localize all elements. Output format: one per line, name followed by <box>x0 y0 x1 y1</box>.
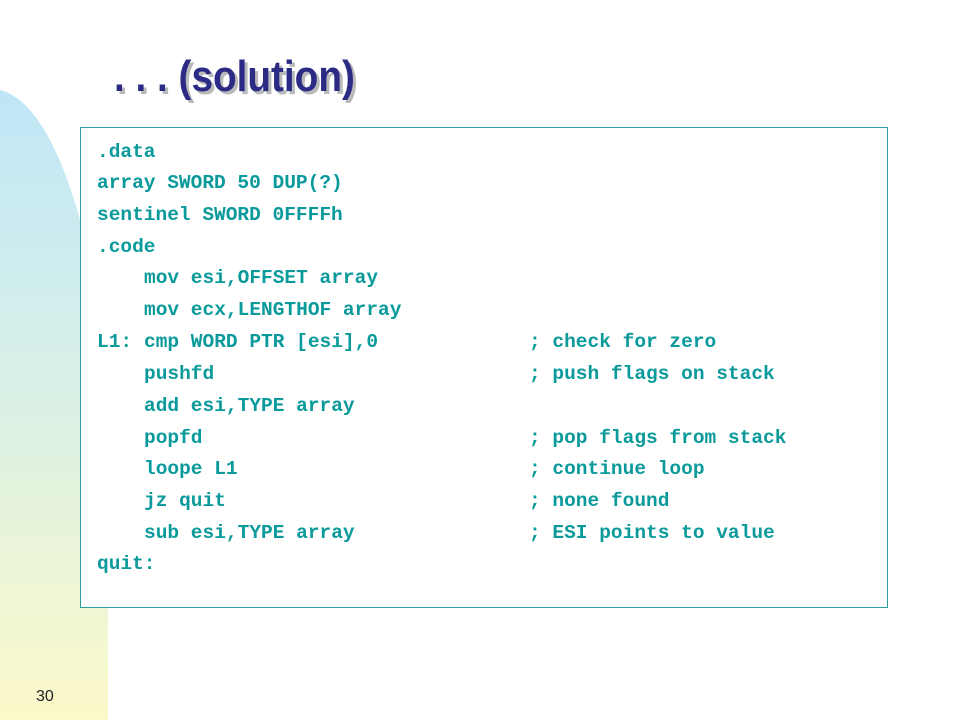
slide-title: . . . (solution) <box>114 52 355 101</box>
code-instruction: pushfd <box>144 363 215 385</box>
code-line: jz quit ; none found <box>97 489 669 585</box>
code-line: pushfd ; push flags on stack <box>97 362 775 458</box>
code-comment: ; ESI points to value <box>529 522 775 544</box>
code-instruction: jz quit <box>144 490 226 512</box>
code-instruction: cmp WORD PTR [esi],0 <box>144 331 379 353</box>
code-instruction: add esi,TYPE array <box>144 395 355 417</box>
code-line: mov esi,OFFSET array <box>97 266 378 338</box>
code-comment: ; pop flags from stack <box>529 427 787 449</box>
code-comment: ; check for zero <box>529 331 717 353</box>
code-instruction: array SWORD 50 DUP(?) <box>97 172 343 194</box>
code-line: popfd ; pop flags from stack <box>97 426 786 522</box>
page-number: 30 <box>36 688 54 705</box>
code-line: sentinel SWORD 0FFFFh <box>97 203 343 275</box>
code-line: loope L1 ; continue loop <box>97 457 705 553</box>
code-line: .code <box>97 235 156 307</box>
code-line: sub esi,TYPE array ; ESI points to value <box>97 521 775 617</box>
code-instruction: sub esi,TYPE array <box>144 522 355 544</box>
code-line: quit: <box>97 552 156 624</box>
code-instruction: .code <box>97 236 156 258</box>
code-instruction: sentinel SWORD 0FFFFh <box>97 204 343 226</box>
code-comment: ; push flags on stack <box>529 363 775 385</box>
code-label: L1: <box>97 331 133 353</box>
code-instruction: mov ecx,LENGTHOF array <box>144 299 402 321</box>
code-instruction: quit: <box>97 553 156 575</box>
code-comment: ; none found <box>529 490 670 512</box>
code-instruction: popfd <box>144 427 203 449</box>
code-instruction: .data <box>97 141 156 163</box>
code-comment: ; continue loop <box>529 458 705 480</box>
code-line: .data <box>97 140 156 212</box>
code-line: add esi,TYPE array <box>97 394 355 466</box>
code-instruction: loope L1 <box>144 458 238 480</box>
code-listing: .data array SWORD 50 DUP(?) sentinel SWO… <box>80 127 888 608</box>
code-line: array SWORD 50 DUP(?) <box>97 171 343 243</box>
code-line: L1: cmp WORD PTR [esi],0 ; check for zer… <box>97 330 716 450</box>
code-instruction: mov esi,OFFSET array <box>144 267 379 289</box>
slide-title-shadow: . . . (solution) <box>117 55 358 104</box>
code-line: mov ecx,LENGTHOF array <box>97 298 401 370</box>
